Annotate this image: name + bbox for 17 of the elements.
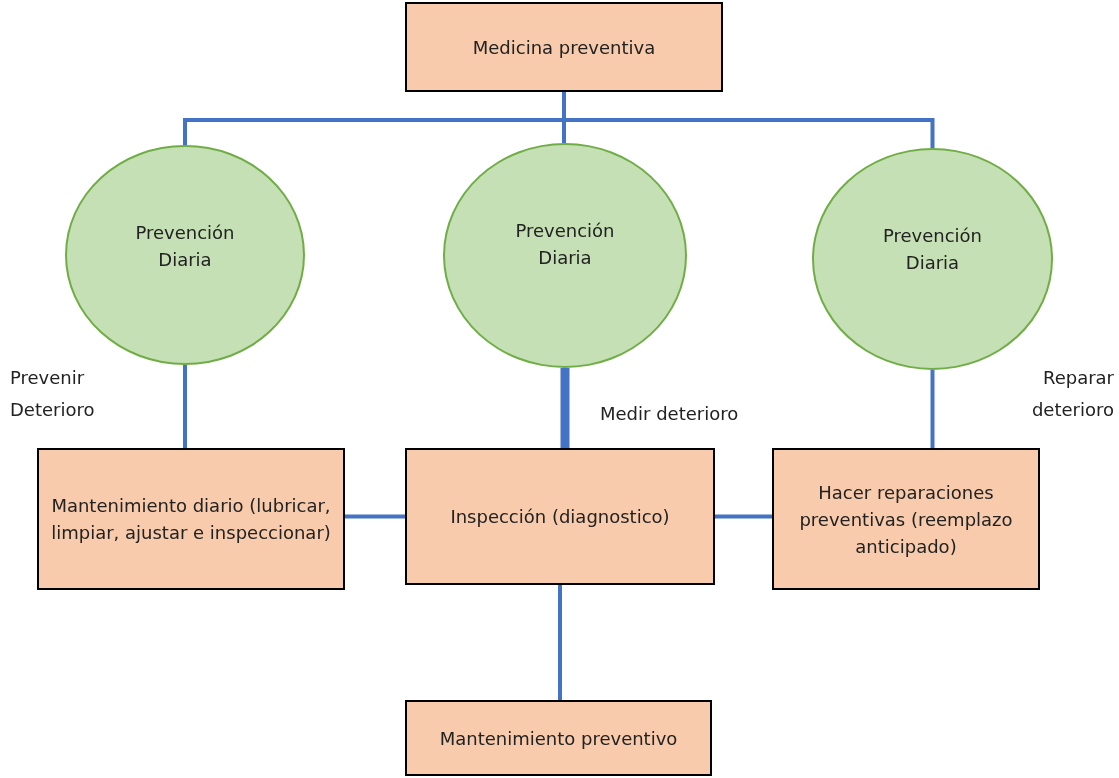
annotation-text: Medir deterioro [600,402,740,426]
process-box: Hacer reparaciones preventivas (reemplazo anticipado) [772,448,1040,590]
prevention-ellipse: Prevención Diaria [65,145,305,365]
prevention-ellipse: Prevención Diaria [812,148,1053,370]
annotation-text: Prevenir Deterioro [10,366,96,423]
connector-line [715,514,772,519]
process-box: Inspección (diagnostico) [405,448,715,585]
connector-line [562,92,935,148]
process-box: Mantenimiento preventivo [405,700,712,776]
prevention-ellipse: Prevención Diaria [443,143,687,368]
connector-line [345,514,405,519]
connector-line [560,368,570,448]
process-box: Mantenimiento diario (lubricar, limpiar, ajustar e inspeccionar) [37,448,345,590]
connector-line [558,585,562,700]
connector-line [930,370,935,448]
process-box: Medicina preventiva [405,2,723,92]
connector-line [183,365,187,448]
